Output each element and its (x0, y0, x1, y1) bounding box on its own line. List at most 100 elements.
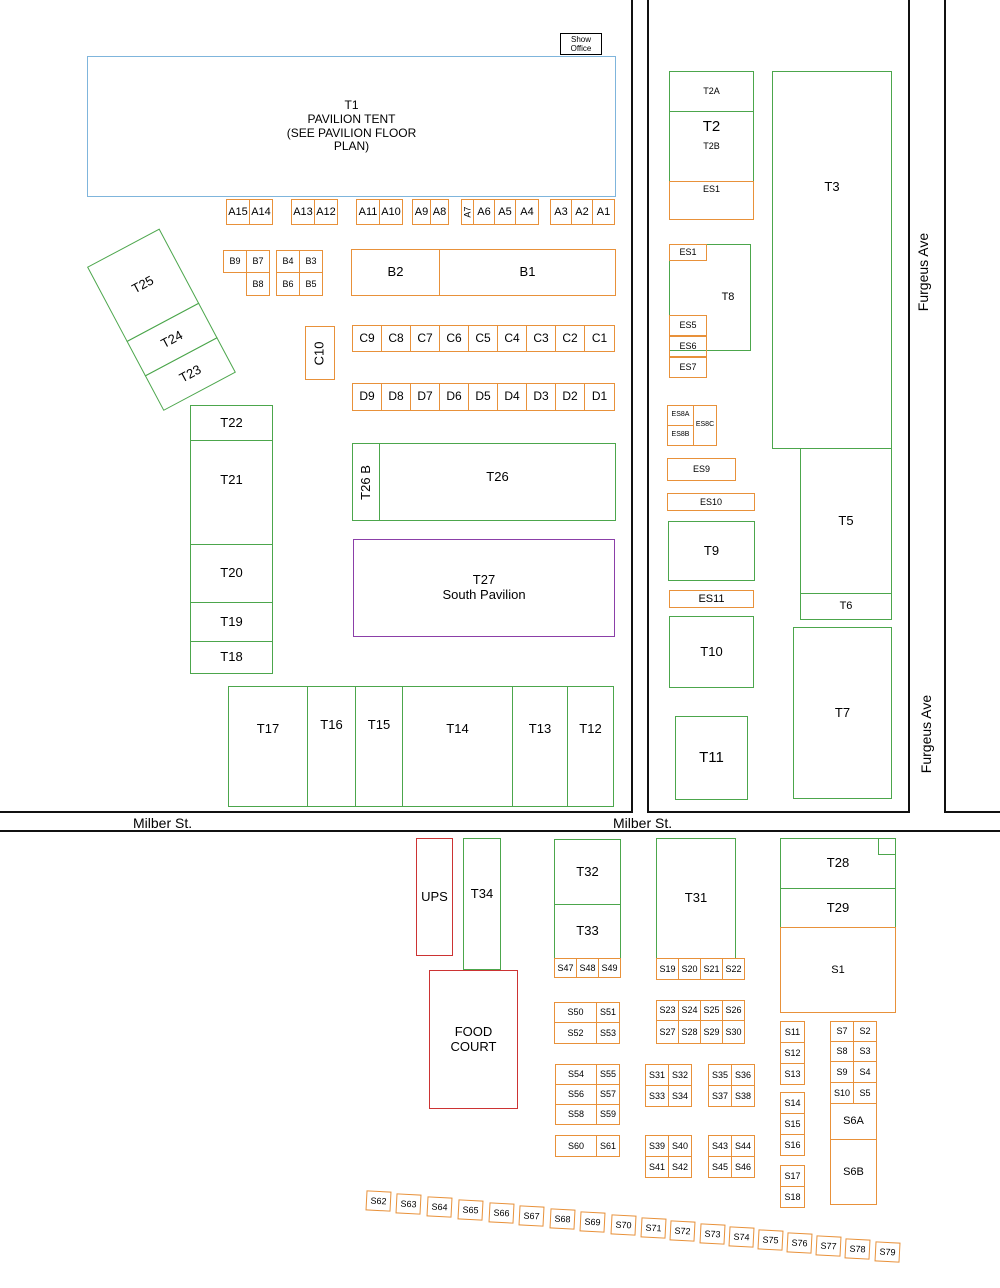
tent-t2a[interactable]: T2A (669, 71, 754, 112)
booth-d4[interactable]: D4 (497, 383, 527, 411)
space-s54[interactable]: S54 (555, 1064, 597, 1085)
space-s8[interactable]: S8 (830, 1041, 854, 1062)
tent-t20[interactable]: T20 (190, 544, 273, 603)
booth-c7[interactable]: C7 (410, 325, 440, 352)
tent-t34[interactable]: T34 (463, 838, 501, 970)
space-s7[interactable]: S7 (830, 1021, 854, 1042)
tent-t14[interactable]: T14 (402, 686, 513, 807)
tent-t21[interactable]: T21 (190, 440, 273, 545)
space-s63[interactable]: S63 (395, 1193, 422, 1215)
booth-a6[interactable]: A6 (473, 199, 495, 225)
space-s3[interactable]: S3 (853, 1041, 877, 1062)
booth-d1[interactable]: D1 (584, 383, 615, 411)
booth-a1[interactable]: A1 (592, 199, 615, 225)
tent-t27-south-pavilion[interactable]: T27 South Pavilion (353, 539, 615, 637)
booth-a3[interactable]: A3 (550, 199, 572, 225)
booth-a15[interactable]: A15 (226, 199, 250, 225)
booth-a4[interactable]: A4 (515, 199, 539, 225)
booth-c5[interactable]: C5 (468, 325, 498, 352)
booth-c8[interactable]: C8 (381, 325, 411, 352)
space-s14[interactable]: S14 (780, 1092, 805, 1114)
space-s16[interactable]: S16 (780, 1134, 805, 1156)
tent-t33[interactable]: T33 (554, 904, 621, 959)
space-s41[interactable]: S41 (645, 1156, 669, 1178)
tent-t10[interactable]: T10 (669, 616, 754, 688)
tent-t19[interactable]: T19 (190, 602, 273, 642)
space-es6[interactable]: ES6 (669, 336, 707, 357)
tent-t3[interactable]: T3 (772, 71, 892, 449)
space-s76[interactable]: S76 (786, 1232, 813, 1254)
space-s24[interactable]: S24 (678, 1000, 701, 1021)
tent-t5[interactable]: T5 (800, 448, 892, 594)
booth-b3[interactable]: B3 (299, 250, 323, 273)
booth-b6[interactable]: B6 (276, 272, 300, 296)
booth-d2[interactable]: D2 (555, 383, 585, 411)
booth-a12[interactable]: A12 (314, 199, 338, 225)
tent-t13[interactable]: T13 (512, 686, 568, 807)
booth-b7[interactable]: B7 (246, 250, 270, 273)
space-es10[interactable]: ES10 (667, 493, 755, 511)
booth-a14[interactable]: A14 (249, 199, 273, 225)
booth-a11[interactable]: A11 (356, 199, 380, 225)
booth-d5[interactable]: D5 (468, 383, 498, 411)
booth-c2[interactable]: C2 (555, 325, 585, 352)
space-es7[interactable]: ES7 (669, 357, 707, 378)
space-s17[interactable]: S17 (780, 1165, 805, 1187)
space-s23[interactable]: S23 (656, 1000, 679, 1021)
space-s21[interactable]: S21 (700, 958, 723, 980)
tent-t17[interactable]: T17 (228, 686, 308, 807)
space-s64[interactable]: S64 (426, 1196, 453, 1218)
tent-t22[interactable]: T22 (190, 405, 273, 441)
tent-t9[interactable]: T9 (668, 521, 755, 581)
space-es1[interactable]: ES1 (669, 181, 754, 220)
space-s48[interactable]: S48 (576, 958, 599, 978)
space-s39[interactable]: S39 (645, 1135, 669, 1157)
space-s11[interactable]: S11 (780, 1021, 805, 1043)
space-s47[interactable]: S47 (554, 958, 577, 978)
space-s49[interactable]: S49 (598, 958, 621, 978)
tent-t26[interactable]: T26 (379, 443, 616, 521)
space-es1b[interactable]: ES1 (669, 244, 707, 261)
space-s32[interactable]: S32 (668, 1064, 692, 1086)
booth-d3[interactable]: D3 (526, 383, 556, 411)
show-office[interactable]: Show Office (560, 33, 602, 55)
space-s35[interactable]: S35 (708, 1064, 732, 1086)
space-s45[interactable]: S45 (708, 1156, 732, 1178)
space-s37[interactable]: S37 (708, 1085, 732, 1107)
tent-t2[interactable]: T2 T2B (669, 111, 754, 182)
space-s13[interactable]: S13 (780, 1063, 805, 1085)
booth-a13[interactable]: A13 (291, 199, 315, 225)
booth-c9[interactable]: C9 (352, 325, 382, 352)
space-s31[interactable]: S31 (645, 1064, 669, 1086)
space-s68[interactable]: S68 (549, 1208, 576, 1230)
tent-t6[interactable]: T6 (800, 593, 892, 620)
space-es8a[interactable]: ES8A (667, 405, 694, 426)
space-s38[interactable]: S38 (731, 1085, 755, 1107)
booth-c1[interactable]: C1 (584, 325, 615, 352)
space-s66[interactable]: S66 (488, 1202, 515, 1224)
space-s42[interactable]: S42 (668, 1156, 692, 1178)
booth-d9[interactable]: D9 (352, 383, 382, 411)
space-s20[interactable]: S20 (678, 958, 701, 980)
booth-c3[interactable]: C3 (526, 325, 556, 352)
space-s43[interactable]: S43 (708, 1135, 732, 1157)
booth-a2[interactable]: A2 (571, 199, 593, 225)
space-s34[interactable]: S34 (668, 1085, 692, 1107)
booth-b4[interactable]: B4 (276, 250, 300, 273)
booth-a9[interactable]: A9 (412, 199, 431, 225)
space-s75[interactable]: S75 (757, 1229, 784, 1251)
space-s33[interactable]: S33 (645, 1085, 669, 1107)
space-s50[interactable]: S50 (554, 1002, 597, 1023)
tent-t11[interactable]: T11 (675, 716, 748, 800)
space-s4[interactable]: S4 (853, 1061, 877, 1083)
space-s2[interactable]: S2 (853, 1021, 877, 1042)
space-s6b[interactable]: S6B (830, 1139, 877, 1205)
tent-t16[interactable]: T16 (307, 686, 356, 807)
space-s67[interactable]: S67 (518, 1205, 545, 1227)
space-s55[interactable]: S55 (596, 1064, 620, 1085)
space-es8c[interactable]: ES8C (693, 405, 717, 446)
space-s61[interactable]: S61 (596, 1135, 620, 1157)
space-es11[interactable]: ES11 (669, 590, 754, 608)
space-s46[interactable]: S46 (731, 1156, 755, 1178)
space-s57[interactable]: S57 (596, 1084, 620, 1105)
